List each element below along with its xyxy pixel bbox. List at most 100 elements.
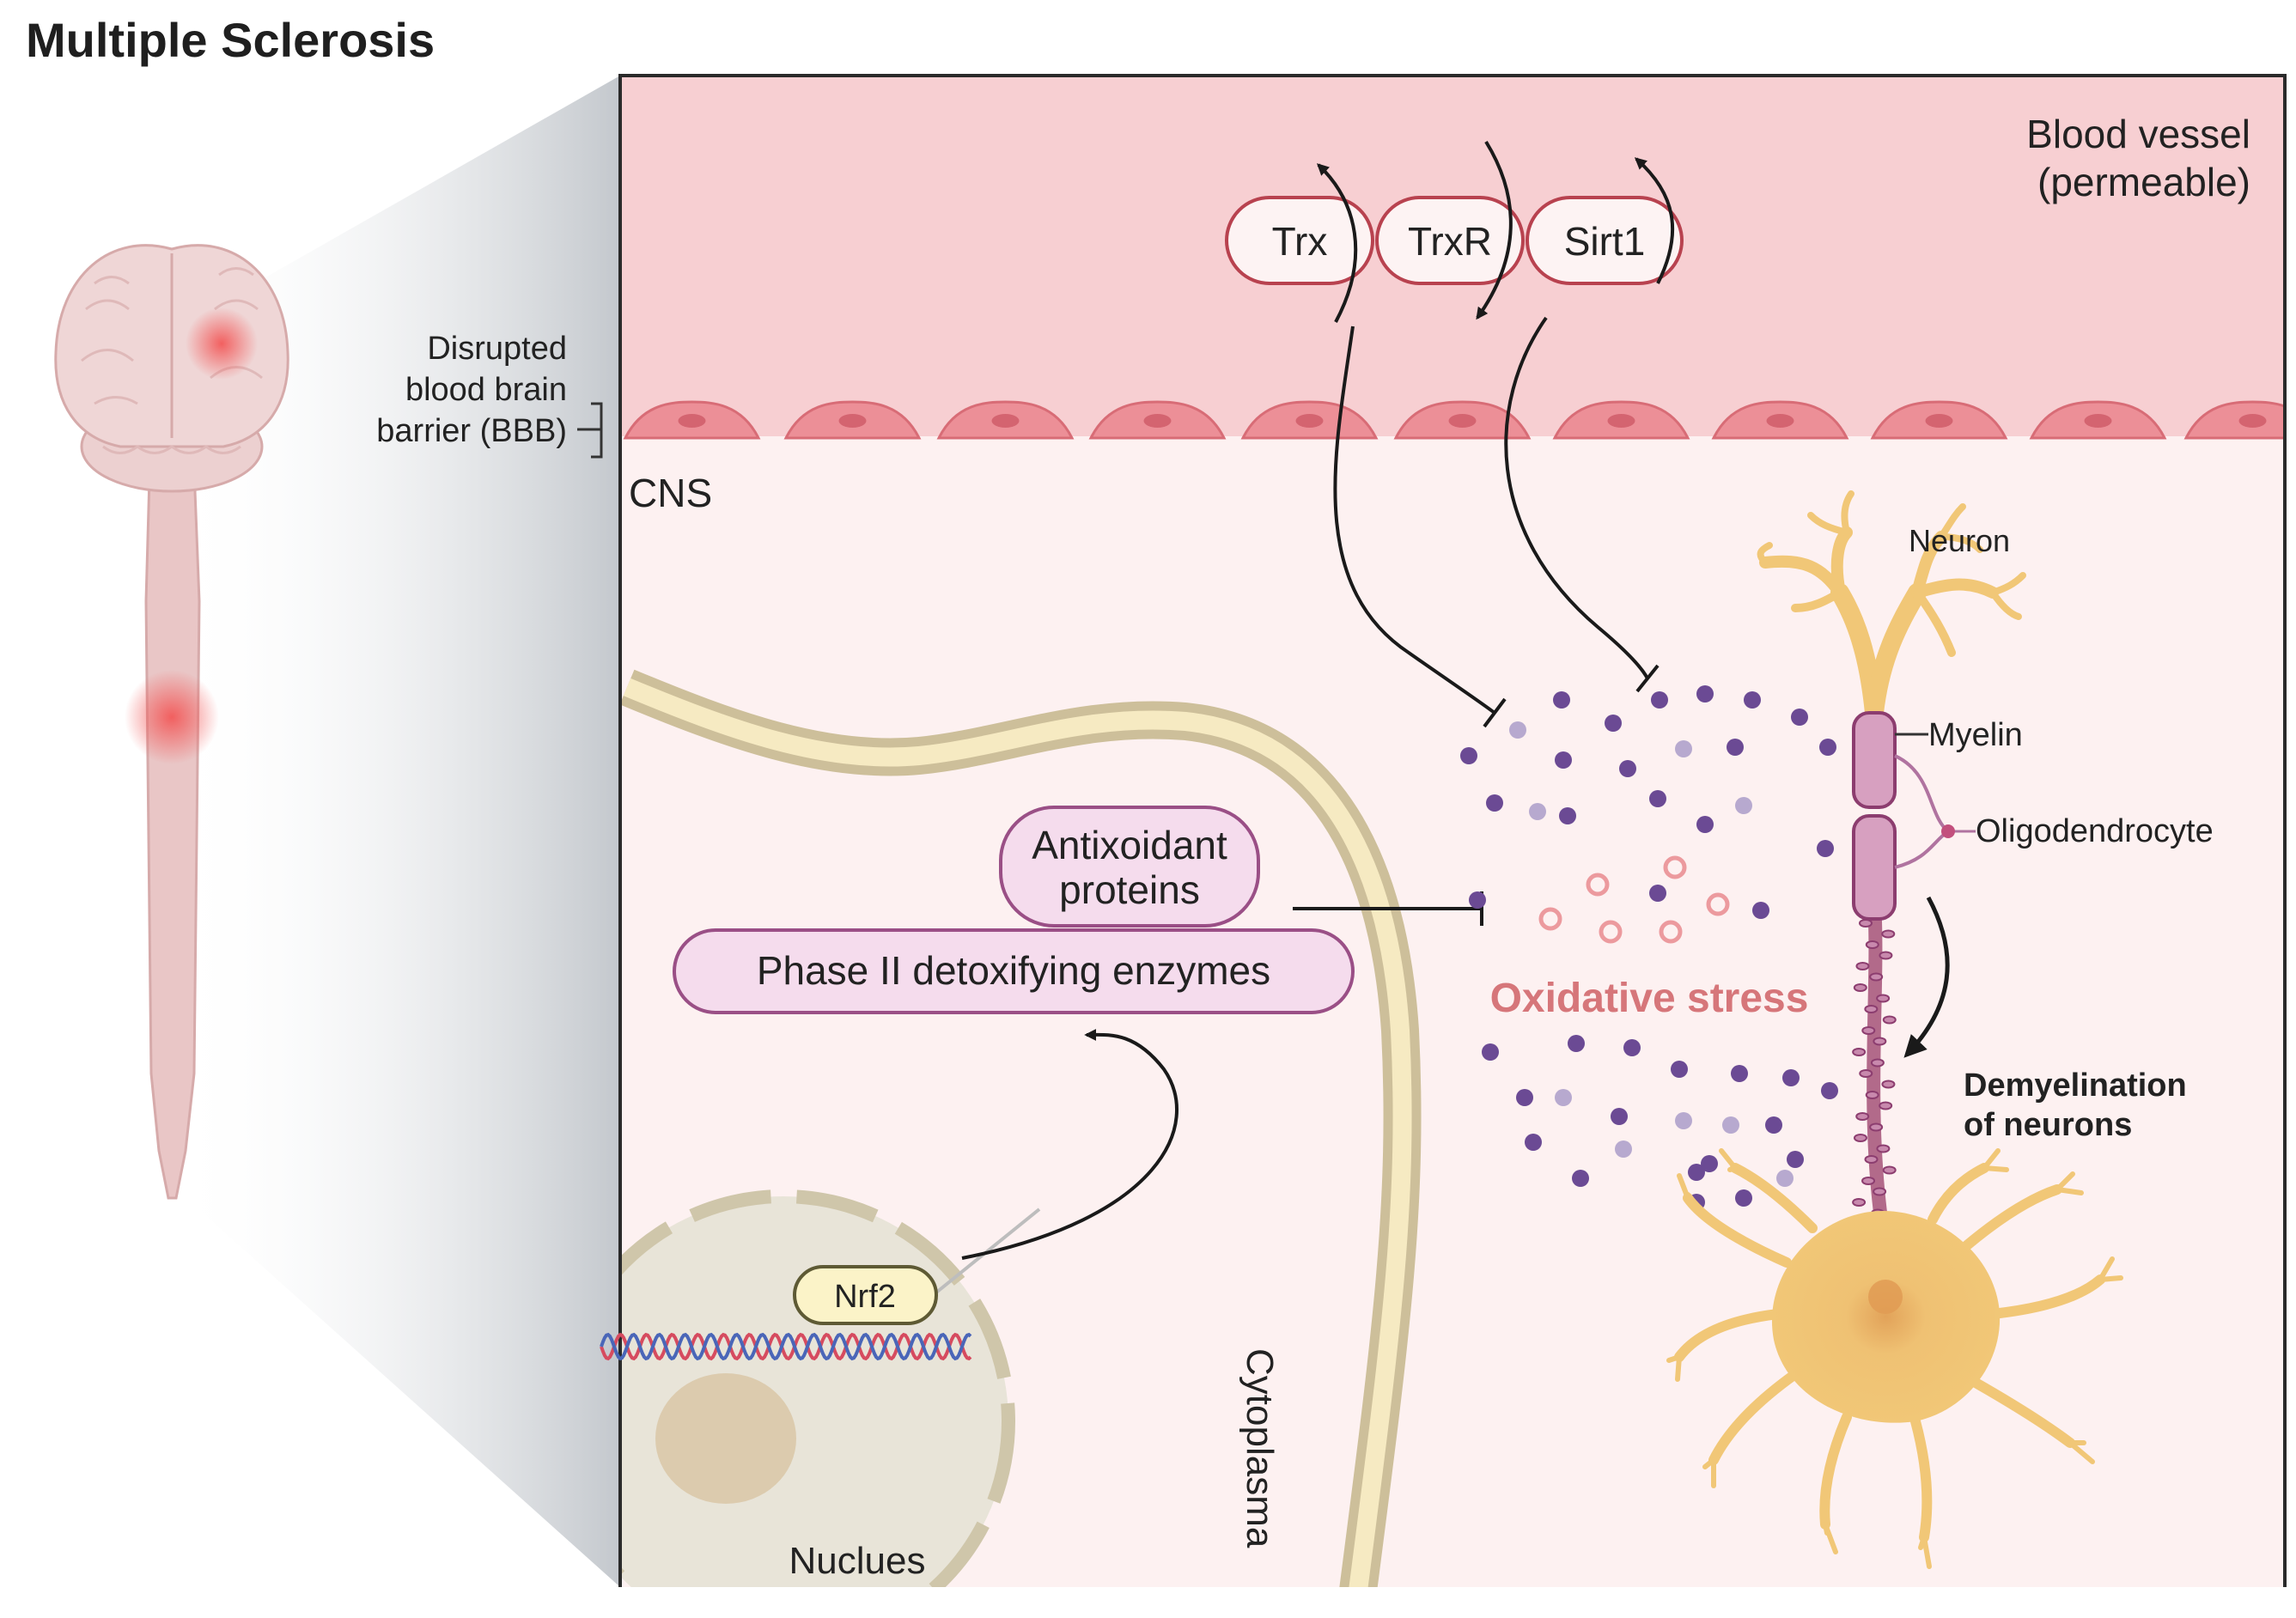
myelin-fragment [1852, 1048, 1867, 1056]
soma-dendrite [1708, 1369, 1800, 1465]
ros-particle-light [1735, 797, 1752, 814]
ros-particle [1782, 1069, 1800, 1086]
myelin-fragment [1882, 1165, 1897, 1175]
axon [1867, 901, 1888, 1221]
protein-pill-shape [1225, 196, 1374, 285]
antioxidant-box [999, 806, 1260, 928]
ros-particle-light [1555, 1089, 1572, 1106]
spinal-cord [144, 445, 201, 1200]
ros-particle [1482, 1043, 1499, 1061]
soma-dendrite-tip [1823, 1522, 1838, 1554]
neuron-nucleus [1868, 1280, 1903, 1314]
soma-dendrite-tip [2098, 1275, 2123, 1282]
myelin-fragment [1855, 962, 1870, 970]
cytoplasm-membrane [620, 669, 1422, 1587]
nrf2-to-phase2-arrow [961, 1028, 1178, 1260]
protein-pill-shape [1375, 196, 1525, 285]
blood-vessel-label-line1: Blood vessel [2026, 112, 2250, 156]
zoom-panel [620, 76, 2285, 1587]
soma-dendrite-tip [2055, 1187, 2084, 1195]
trx-release-arrow [1316, 163, 1358, 323]
cytoplasma-label: Cytoplasma [1239, 1348, 1281, 1548]
ros-particle [1555, 751, 1572, 769]
soma-dendrite [1970, 1378, 2075, 1448]
nrf2-box [793, 1265, 938, 1325]
neuron-dendrites [1757, 490, 2026, 722]
myelin-fragment [1861, 1177, 1876, 1185]
soma-dendrite [1928, 1163, 1989, 1225]
demyelination-label-line2: of neurons [1964, 1107, 2132, 1143]
ros-particle [1671, 1061, 1688, 1078]
soma-dendrite-tip [2055, 1171, 2075, 1192]
soma-dendrite-tip [1921, 1535, 1932, 1569]
myelin-fragment [1864, 1155, 1879, 1164]
ros-particle-light [1675, 1112, 1692, 1129]
myelin-fragment [1859, 1069, 1873, 1078]
demyelination-arrow [1903, 896, 1950, 1058]
trx-inhibition-bar [1483, 697, 1507, 728]
soma-dendrites [1666, 1148, 2123, 1569]
myelin-sheath-2 [1852, 814, 1897, 921]
ros-particle [1605, 715, 1622, 732]
endothelial-cells [623, 400, 2285, 440]
myelin-sheath-1 [1852, 711, 1897, 809]
nucleus [620, 1189, 1015, 1587]
ros-particle [1752, 902, 1769, 919]
endothelial-cell [936, 400, 1075, 440]
myelin-fragment [1865, 1091, 1879, 1099]
ros-particle [1787, 1151, 1804, 1168]
oxidative-stress-label: Oxidative stress [1490, 976, 1809, 1021]
soma-dendrite-tip [1675, 1354, 1682, 1382]
endothelial-cell [2183, 400, 2285, 440]
ros-particle [1623, 1039, 1641, 1056]
bbb-label-line1: Disrupted [427, 331, 567, 367]
neuron-soma [1771, 1211, 2001, 1423]
antioxidant-label-line2: proteins [1059, 867, 1200, 912]
protein-trx: Trx [1225, 196, 1374, 285]
ros-particle-pink [1538, 907, 1562, 931]
protein-trxr: TrxR [1375, 196, 1525, 285]
ros-particle-light [1722, 1116, 1739, 1134]
nrf2-label: Nrf2 [834, 1279, 896, 1315]
myelin-fragment [1873, 1187, 1887, 1196]
ros-particle [1727, 739, 1744, 756]
myelin-fragment [1852, 1198, 1867, 1207]
soma-dendrite [1962, 1184, 2062, 1250]
figure-title: Multiple Sclerosis [26, 13, 435, 67]
soma-dendrite-tip [1727, 1165, 1738, 1172]
ros-particle [1744, 691, 1761, 709]
ros-particle-pink [1599, 920, 1623, 944]
ros-particle [1469, 891, 1486, 909]
myelin-fragment [1870, 1058, 1885, 1068]
ros-particle [1516, 1089, 1533, 1106]
protein-sirt1: Sirt1 [1526, 196, 1684, 285]
ros-particle-light [1509, 721, 1526, 739]
myelin-fragment [1859, 919, 1873, 928]
endothelial-cell [783, 400, 922, 440]
myelin-fragment [1865, 940, 1879, 949]
myelin-fragment [1853, 983, 1867, 992]
ros-particle [1525, 1134, 1542, 1151]
endothelial-cell [2029, 400, 2167, 440]
bbb-label-line2: blood brain [405, 372, 567, 408]
soma-dendrite [1674, 1309, 1783, 1362]
ros-particle [1735, 1189, 1752, 1207]
myelin-label: Myelin [1928, 717, 2023, 753]
endothelial-cell [1711, 400, 1849, 440]
demyelination-label-line1: Demyelination [1964, 1068, 2187, 1104]
oligodendrocyte-body [1941, 824, 1955, 838]
myelin-fragment [1876, 994, 1891, 1003]
endothelial-cell [1240, 400, 1379, 440]
ros-particle-light [1615, 1141, 1632, 1158]
soma-dendrite-tip [1719, 1148, 1738, 1171]
soma-dendrite [1910, 1416, 1933, 1542]
oligodendrocyte-label: Oligodendrocyte [1976, 813, 2214, 849]
cns-label: CNS [629, 471, 712, 515]
soma-dendrite-tip [2068, 1440, 2095, 1464]
soma-dendrite-tip [1982, 1148, 2001, 1171]
myelin-fragment [1876, 1144, 1891, 1153]
myelin-fragment [1879, 951, 1893, 960]
